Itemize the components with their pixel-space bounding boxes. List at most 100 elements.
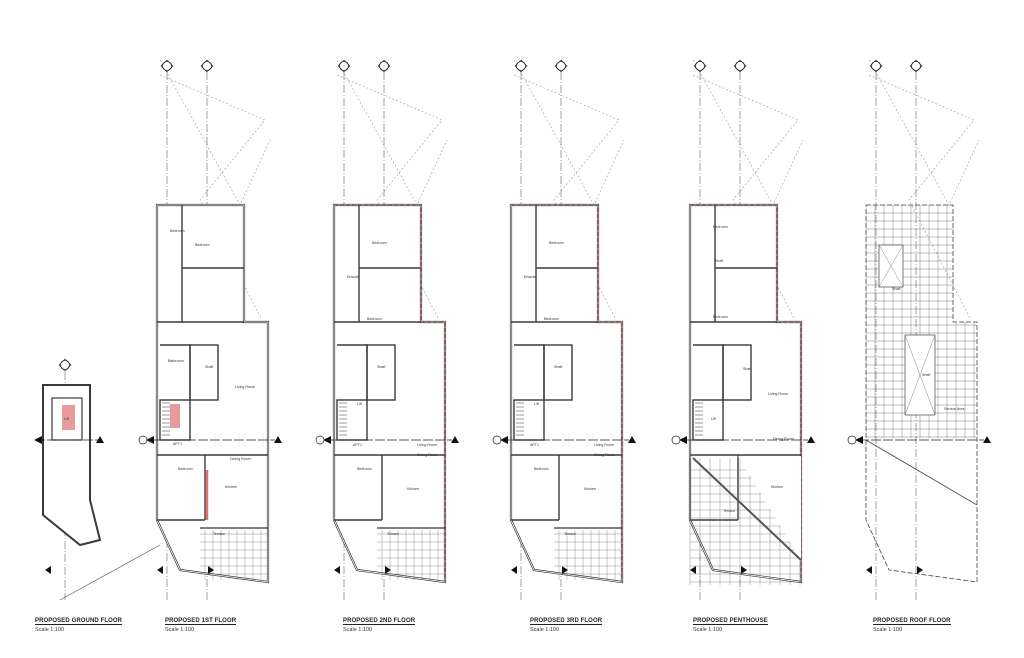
room-label: Kitchen [225, 485, 237, 489]
grid-marker-icon [871, 61, 881, 71]
section-arrow-icon [96, 436, 104, 443]
sheet-title-roof: PROPOSED ROOF FLOOR [873, 618, 951, 625]
shaft-cross [878, 244, 904, 288]
grid-marker-diamond [869, 59, 883, 73]
parapet-line [865, 439, 978, 506]
direction-arrow-icon [866, 566, 872, 574]
room-label: Living Room [594, 443, 614, 447]
sheet-title-ground: PROPOSED GROUND FLOOR [35, 618, 123, 625]
sheet-scale-penthouse: Scale 1:100 [693, 627, 723, 633]
section-marker-icon [671, 435, 681, 445]
section-marker-icon [138, 435, 148, 445]
room-label: Terrace [387, 532, 399, 536]
direction-arrow-icon [562, 566, 568, 574]
room-label: Shaft [205, 365, 213, 369]
direction-arrow-icon [334, 566, 340, 574]
direction-arrow-icon [511, 566, 517, 574]
plan-outline [42, 384, 102, 547]
room-label: APT1 [173, 442, 182, 446]
section-arrow-icon [451, 436, 459, 443]
sheet-scale-third: Scale 1:100 [530, 627, 560, 633]
grid-marker-diamond [200, 59, 214, 73]
room-label: Terrace [564, 532, 576, 536]
wall [543, 344, 573, 401]
stairs [516, 402, 524, 436]
glazing-line [692, 457, 802, 561]
grid-marker-icon [339, 61, 349, 71]
section-marker-icon [315, 435, 325, 445]
stairs [339, 402, 347, 436]
section-arrow-icon [983, 436, 991, 443]
grid-marker-diamond [554, 59, 568, 73]
room-label: Shaft [715, 259, 723, 263]
grid-marker-diamond [693, 59, 707, 73]
projection-line [868, 74, 975, 321]
room-label: Terrace [723, 509, 735, 513]
plan-outline [509, 203, 624, 584]
room-label: Bathroom [168, 359, 184, 363]
room-label: Dining Room [594, 453, 615, 457]
internal-walls [511, 205, 622, 521]
room-label: Ensuite [347, 275, 359, 279]
sheet-title-first: PROPOSED 1ST FLOOR [165, 618, 237, 625]
room-label: Shaft [892, 287, 900, 291]
room-label: APT1 [353, 443, 362, 447]
room-label: Bedroom [170, 229, 185, 233]
room-label: Bedroom [372, 241, 387, 245]
room-label: Dining Room [417, 453, 438, 457]
grid-marker-icon [911, 61, 921, 71]
room-label: Living Room [768, 392, 788, 396]
grid-marker-diamond [377, 59, 391, 73]
direction-arrow-icon [917, 566, 923, 574]
internal-walls [690, 205, 801, 521]
wall [189, 344, 219, 401]
site-line [59, 544, 161, 601]
room-label: Shaft [554, 365, 562, 369]
room-label: Shaft [377, 365, 385, 369]
grid-marker-icon [695, 61, 705, 71]
section-marker-icon [492, 435, 502, 445]
direction-arrow-icon [741, 566, 747, 574]
room-label: Bedroom [713, 225, 728, 229]
direction-arrow-icon [690, 566, 696, 574]
floor-plan-ground: Lift [34, 358, 161, 601]
room-label: Bedroom [534, 467, 549, 471]
grid-marker-icon [379, 61, 389, 71]
room-label: Bedroom [367, 317, 382, 321]
sheet-title-penthouse: PROPOSED PENTHOUSE [693, 618, 768, 625]
room-label: Bedroom [178, 467, 193, 471]
grid-marker-icon [60, 360, 70, 370]
section-arrow-icon [500, 436, 508, 444]
grid-marker-icon [556, 61, 566, 71]
room-label: Service Area [944, 407, 964, 411]
sheet-scale-first: Scale 1:100 [165, 627, 195, 633]
stairs [695, 402, 703, 436]
section-arrow-icon [679, 436, 687, 444]
grid-marker-diamond [733, 59, 747, 73]
penthouse-interior [738, 456, 801, 560]
section-arrow-icon [855, 436, 863, 444]
stairs [162, 402, 170, 436]
room-label: Shaft [922, 373, 930, 377]
terrace-paving [554, 530, 622, 580]
sheet-scale-roof: Scale 1:100 [873, 627, 903, 633]
sheet-scale-second: Scale 1:100 [343, 627, 373, 633]
grid-marker-diamond [337, 59, 351, 73]
room-label: Living Room [417, 443, 437, 447]
lift-shaft [170, 404, 180, 428]
room-label: Kitchen [771, 485, 783, 489]
direction-arrow-icon [45, 566, 51, 574]
room-label: Bedroom [549, 241, 564, 245]
grid-marker-icon [162, 61, 172, 71]
section-arrow-icon [34, 436, 42, 444]
room-label: Lift [64, 417, 69, 421]
sheet-title-third: PROPOSED 3RD FLOOR [530, 618, 603, 625]
grid-marker-icon [202, 61, 212, 71]
room-label: Terrace [213, 532, 225, 536]
room-label: Living Room [235, 385, 255, 389]
section-arrow-icon [628, 436, 636, 443]
